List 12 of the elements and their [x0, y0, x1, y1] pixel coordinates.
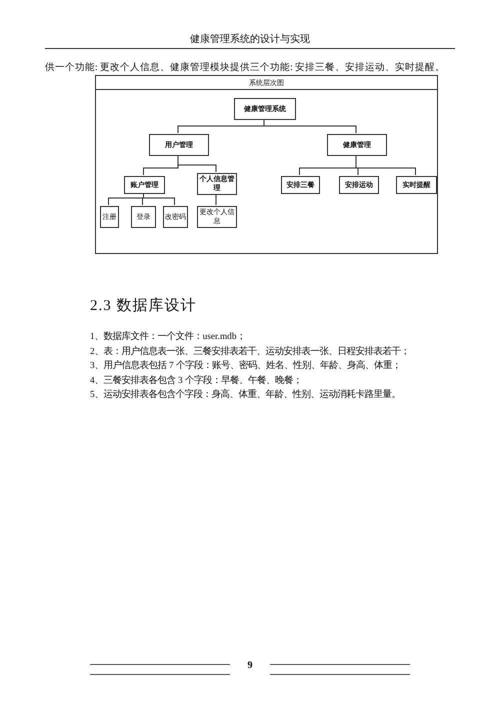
- running-header: 健康管理系统的设计与实现: [189, 32, 311, 46]
- list-item: 5、运动安排表各包含个字段：身高、体重、年龄、性别、运动消耗卡路里量。: [90, 388, 401, 401]
- list-item: 3、用户信息表包括 7 个字段：账号、密码、姓名、性别、年龄、身高、体重；: [90, 359, 401, 372]
- page-number: 9: [246, 660, 254, 671]
- section-heading: 2.3 数据库设计: [90, 296, 196, 315]
- body-text: 供一个功能: 更改个人信息、健康管理模块提供三个功能: 安排三餐、安排运动、实时提醒。: [45, 61, 446, 74]
- connector-line: [143, 154, 178, 176]
- diagram-frame: [95, 75, 438, 254]
- list-item: 2、表：用户信息表一张、三餐安排表若干、运动安排表一张、日程安排表若干；: [90, 345, 410, 358]
- list-item: 4、三餐安排表各包含 3 个字段：早餐、午餐、晚餐；: [90, 374, 302, 386]
- list-item: 1、数据库文件：一个文件：user.mdb；: [90, 330, 246, 343]
- connector-line: [108, 192, 144, 206]
